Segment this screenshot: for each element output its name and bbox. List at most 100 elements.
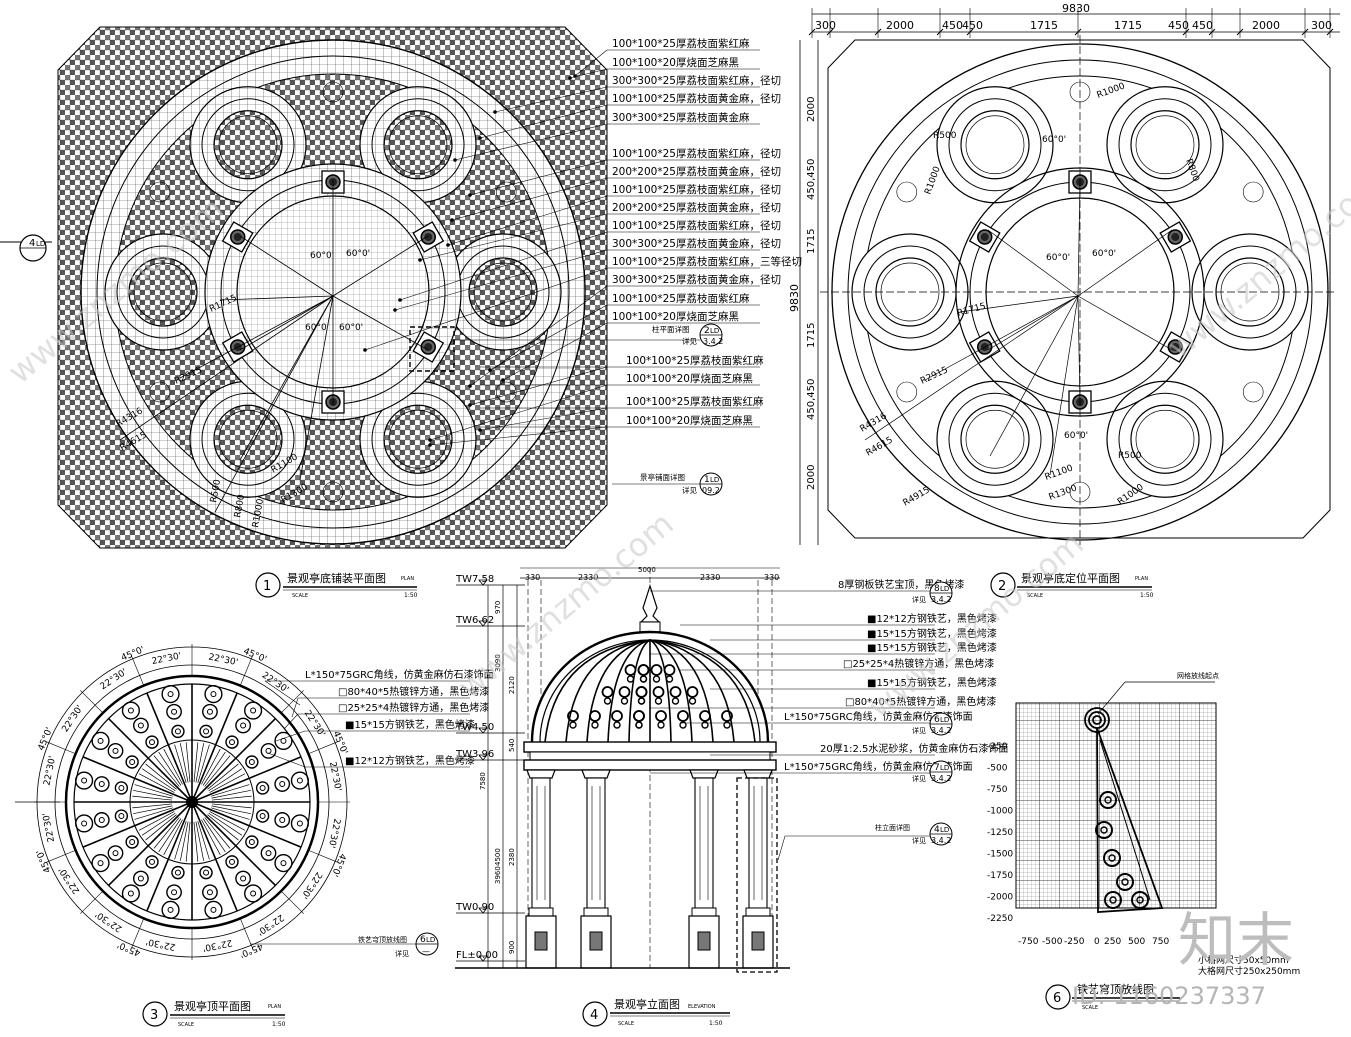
dome-scroll <box>107 742 124 759</box>
rosette-core <box>388 115 448 175</box>
plan3-notes: L*150*75GRC角线，仿黄金麻仿石漆饰面□80*40*5热镀锌方通，黑色烤… <box>264 668 494 768</box>
material-note: 100*100*25厚荔枝面紫红麻 <box>626 395 764 408</box>
elev-vdim: 2120 <box>508 676 516 694</box>
dome-scroll-core <box>167 906 174 913</box>
dome-inner-ring <box>129 739 255 865</box>
dome-fine-rib <box>195 821 205 861</box>
dome-scroll <box>114 809 129 823</box>
dome-scroll <box>107 845 124 862</box>
leader-dot <box>363 348 367 352</box>
dimension-ray <box>989 295 1079 457</box>
leader-dot <box>468 193 472 197</box>
material-note: 100*100*20厚烧面芝麻黑 <box>612 56 739 69</box>
dim-tick-slash <box>1236 28 1244 36</box>
ref-sheet: 09.2 <box>702 486 720 495</box>
dome-scroll-small <box>688 697 697 705</box>
rosette-core <box>1135 409 1195 469</box>
ref-see: 详见 <box>682 485 697 495</box>
angle-label: 22°30' <box>302 709 327 739</box>
plan2-rosettes <box>851 81 1309 503</box>
column-detail-marker <box>736 777 778 973</box>
leader-dot <box>446 243 450 247</box>
frieze <box>529 751 771 761</box>
angle-tick <box>45 849 76 863</box>
dim-tick-slash <box>808 28 816 36</box>
elev-vdim: 3090 <box>494 654 502 672</box>
dome-fine-rib <box>132 803 173 809</box>
rosette-core <box>965 115 1025 175</box>
angle-label: 22°30' <box>41 812 57 843</box>
dimension-ray <box>1077 295 1173 351</box>
dimension-ray <box>1077 179 1081 297</box>
band-node <box>495 181 517 203</box>
plan-tag: PLAN <box>401 576 414 582</box>
dome-fine-rib <box>209 773 246 793</box>
elev-top-dimensions: 5000 330 2330 2330 330 <box>520 566 780 582</box>
dome-scroll <box>624 664 637 676</box>
leader-line <box>283 713 299 730</box>
dome-scroll-core <box>127 890 134 897</box>
dome-scroll-core <box>229 739 236 746</box>
plan2-left-total: 9830 <box>788 284 801 312</box>
dome-scroll-core <box>296 777 303 784</box>
dome-scroll-core <box>279 816 286 823</box>
leader-line <box>454 123 608 161</box>
elev-note: ■15*15方钢铁艺，黑色烤漆 <box>867 676 997 689</box>
plan2-top-dim: 1715 <box>1114 19 1142 32</box>
dome-fine-rib <box>138 773 175 793</box>
ref-code: LD <box>940 716 949 724</box>
angle-label: 22°30' <box>61 704 86 734</box>
material-note: 300*300*25厚荔枝面黄金麻，径切 <box>612 237 781 250</box>
x-tick: -500 <box>1042 937 1063 947</box>
elev-tag: ELEVATION <box>688 1004 716 1010</box>
dome-fine-rib <box>133 789 173 799</box>
plan1-dimension-rays <box>119 180 429 513</box>
dim-tick-slash <box>1208 28 1216 36</box>
dome-rib <box>649 639 756 743</box>
angle-label: 45°0' <box>242 647 268 665</box>
leader-line <box>489 304 608 371</box>
angle-label: 22°30' <box>327 761 343 792</box>
dome-scroll <box>699 710 711 722</box>
dome-scroll-core <box>118 784 125 791</box>
dimension-ray <box>219 295 334 301</box>
angle-label: 22°30' <box>151 651 182 667</box>
grid6-start-label: 网格放线起点 <box>1177 671 1219 680</box>
dome-fine-rib <box>153 817 180 849</box>
leader-line <box>479 407 608 431</box>
ref-code: LD <box>940 826 949 834</box>
rosette-inner <box>468 257 538 327</box>
angle-tick <box>239 655 253 686</box>
rosette-inner <box>383 110 453 180</box>
scale-word: SCALE <box>292 593 308 599</box>
dimension-ray <box>1049 295 1079 476</box>
scroll-core <box>1108 854 1116 862</box>
angle-label: 22°30' <box>260 671 290 696</box>
dome-scroll <box>274 731 293 750</box>
leader-dot <box>428 438 432 442</box>
dome-fine-rib <box>204 817 231 849</box>
angle-label: 22°30' <box>326 818 342 849</box>
plan2-radius: R1000 <box>1096 81 1127 100</box>
plan1-column-ref: 柱平面详图 详见 2 LD 3.4.2 <box>452 323 723 347</box>
dimension-ray <box>332 295 429 351</box>
band-node <box>322 481 344 503</box>
dome-scroll <box>202 884 218 901</box>
column-core <box>1171 233 1180 241</box>
angle-tick <box>280 690 304 714</box>
scroll-core <box>1121 878 1129 886</box>
rosette-core <box>218 409 278 469</box>
dim-tick-slash <box>1326 28 1334 36</box>
dome-scroll-small <box>657 721 665 729</box>
plan2-left-dimensions: 9830 2000 450,450 1715 1715 450,450 2000 <box>788 40 819 545</box>
rosette-ring <box>1118 392 1212 486</box>
level-label: TW6.62 <box>455 615 494 626</box>
dome-scroll <box>274 854 293 873</box>
dome-scroll-core <box>203 869 210 876</box>
shape-rib <box>1099 739 1151 901</box>
dome-finial <box>186 796 198 808</box>
dome-scroll <box>202 703 218 720</box>
dome-scroll-core <box>97 737 104 744</box>
